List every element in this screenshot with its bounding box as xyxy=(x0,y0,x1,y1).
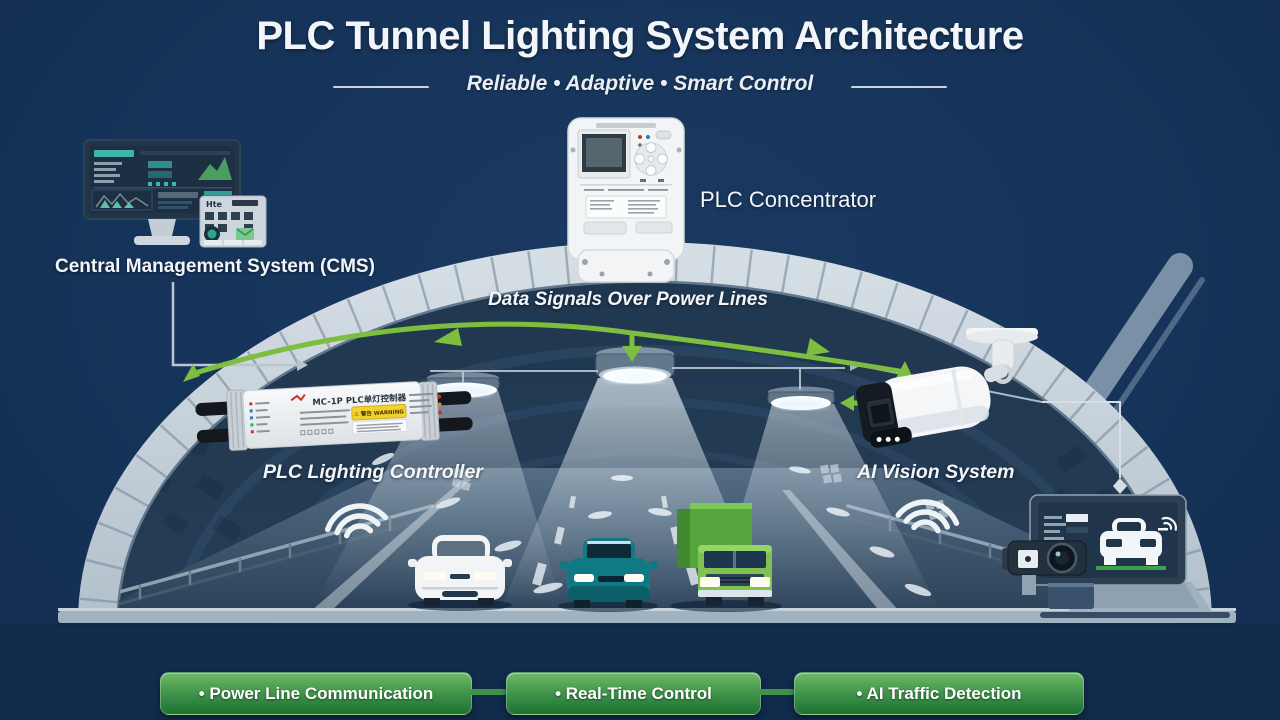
ai-camera-body xyxy=(856,366,991,448)
truck-green xyxy=(677,503,772,606)
road-reflections xyxy=(372,453,932,597)
concentrator-label-plate xyxy=(585,195,667,219)
plc-concentrator-label: PLC Concentrator xyxy=(700,187,877,212)
page-title: PLC Tunnel Lighting System Architecture xyxy=(256,14,1024,58)
monitor-stand xyxy=(148,219,176,236)
detection-progress-bar xyxy=(1096,566,1166,570)
controller-model-text: MC-1P PLC单灯控制器 xyxy=(312,392,407,408)
wifi-down-left-icon xyxy=(324,503,388,539)
arrowhead-mid-right-icon xyxy=(806,338,830,356)
cms-connector-line xyxy=(171,282,308,371)
ai-detection-station xyxy=(1002,494,1230,618)
banner-power-line-communication: • Power Line Communication xyxy=(160,672,472,715)
banner-real-time-control: • Real-Time Control xyxy=(506,672,761,715)
detected-car-wifi-icon xyxy=(1161,517,1177,531)
keypad-brand-text: Hte xyxy=(206,200,223,209)
subtitle-rule-right xyxy=(851,86,947,88)
controller-terminal-legend xyxy=(249,401,271,434)
plc-controller-label: PLC Lighting Controller xyxy=(263,461,483,483)
controller-warning-text: ⚠ 警告 WARNING xyxy=(354,407,405,418)
arrowhead-left-icon xyxy=(183,364,200,382)
cms-label: Central Management System (CMS) xyxy=(55,256,375,277)
arrowhead-down-icon xyxy=(622,346,642,362)
banner-ai-traffic-detection: • AI Traffic Detection xyxy=(794,672,1084,715)
controller-warning-sticker xyxy=(351,403,407,421)
ai-camera-device xyxy=(856,328,1038,448)
lane-markings xyxy=(310,480,900,612)
car-teal xyxy=(560,538,658,608)
page-subtitle: Reliable • Adaptive • Smart Control xyxy=(466,72,814,95)
cms-chart-mountains xyxy=(198,157,232,180)
plc-lighting-controller-device: MC-1P PLC单灯控制器 ⚠ 警告 WARNING xyxy=(195,381,473,451)
wifi-down-right-icon xyxy=(895,499,960,534)
arrow-right-icon xyxy=(297,359,308,371)
camera-monitor-leader xyxy=(1042,401,1127,494)
ai-vision-label: AI Vision System xyxy=(857,461,1015,483)
plc-concentrator-device xyxy=(567,117,685,283)
signal-icons xyxy=(324,499,960,539)
detected-car-icon xyxy=(1100,518,1168,565)
arrowhead-to-light-icon xyxy=(840,395,854,411)
banner-connector xyxy=(759,689,794,695)
ai-monitor-list xyxy=(1044,516,1066,540)
diamond-connector-icon xyxy=(1113,478,1127,494)
cms-monitor xyxy=(83,139,241,245)
vehicles xyxy=(408,503,782,612)
data-signals-label: Data Signals Over Power Lines xyxy=(488,289,768,310)
camera-lens xyxy=(870,403,891,424)
roadside-camera-gadget xyxy=(1002,540,1094,609)
arrowhead-mid-left-icon xyxy=(434,328,462,346)
subtitle-rule-left xyxy=(333,86,429,88)
cms-keypad: Hte xyxy=(199,195,267,248)
car-white xyxy=(408,535,512,606)
cms-workstation: Hte xyxy=(83,139,267,248)
banner-connector xyxy=(470,689,506,695)
